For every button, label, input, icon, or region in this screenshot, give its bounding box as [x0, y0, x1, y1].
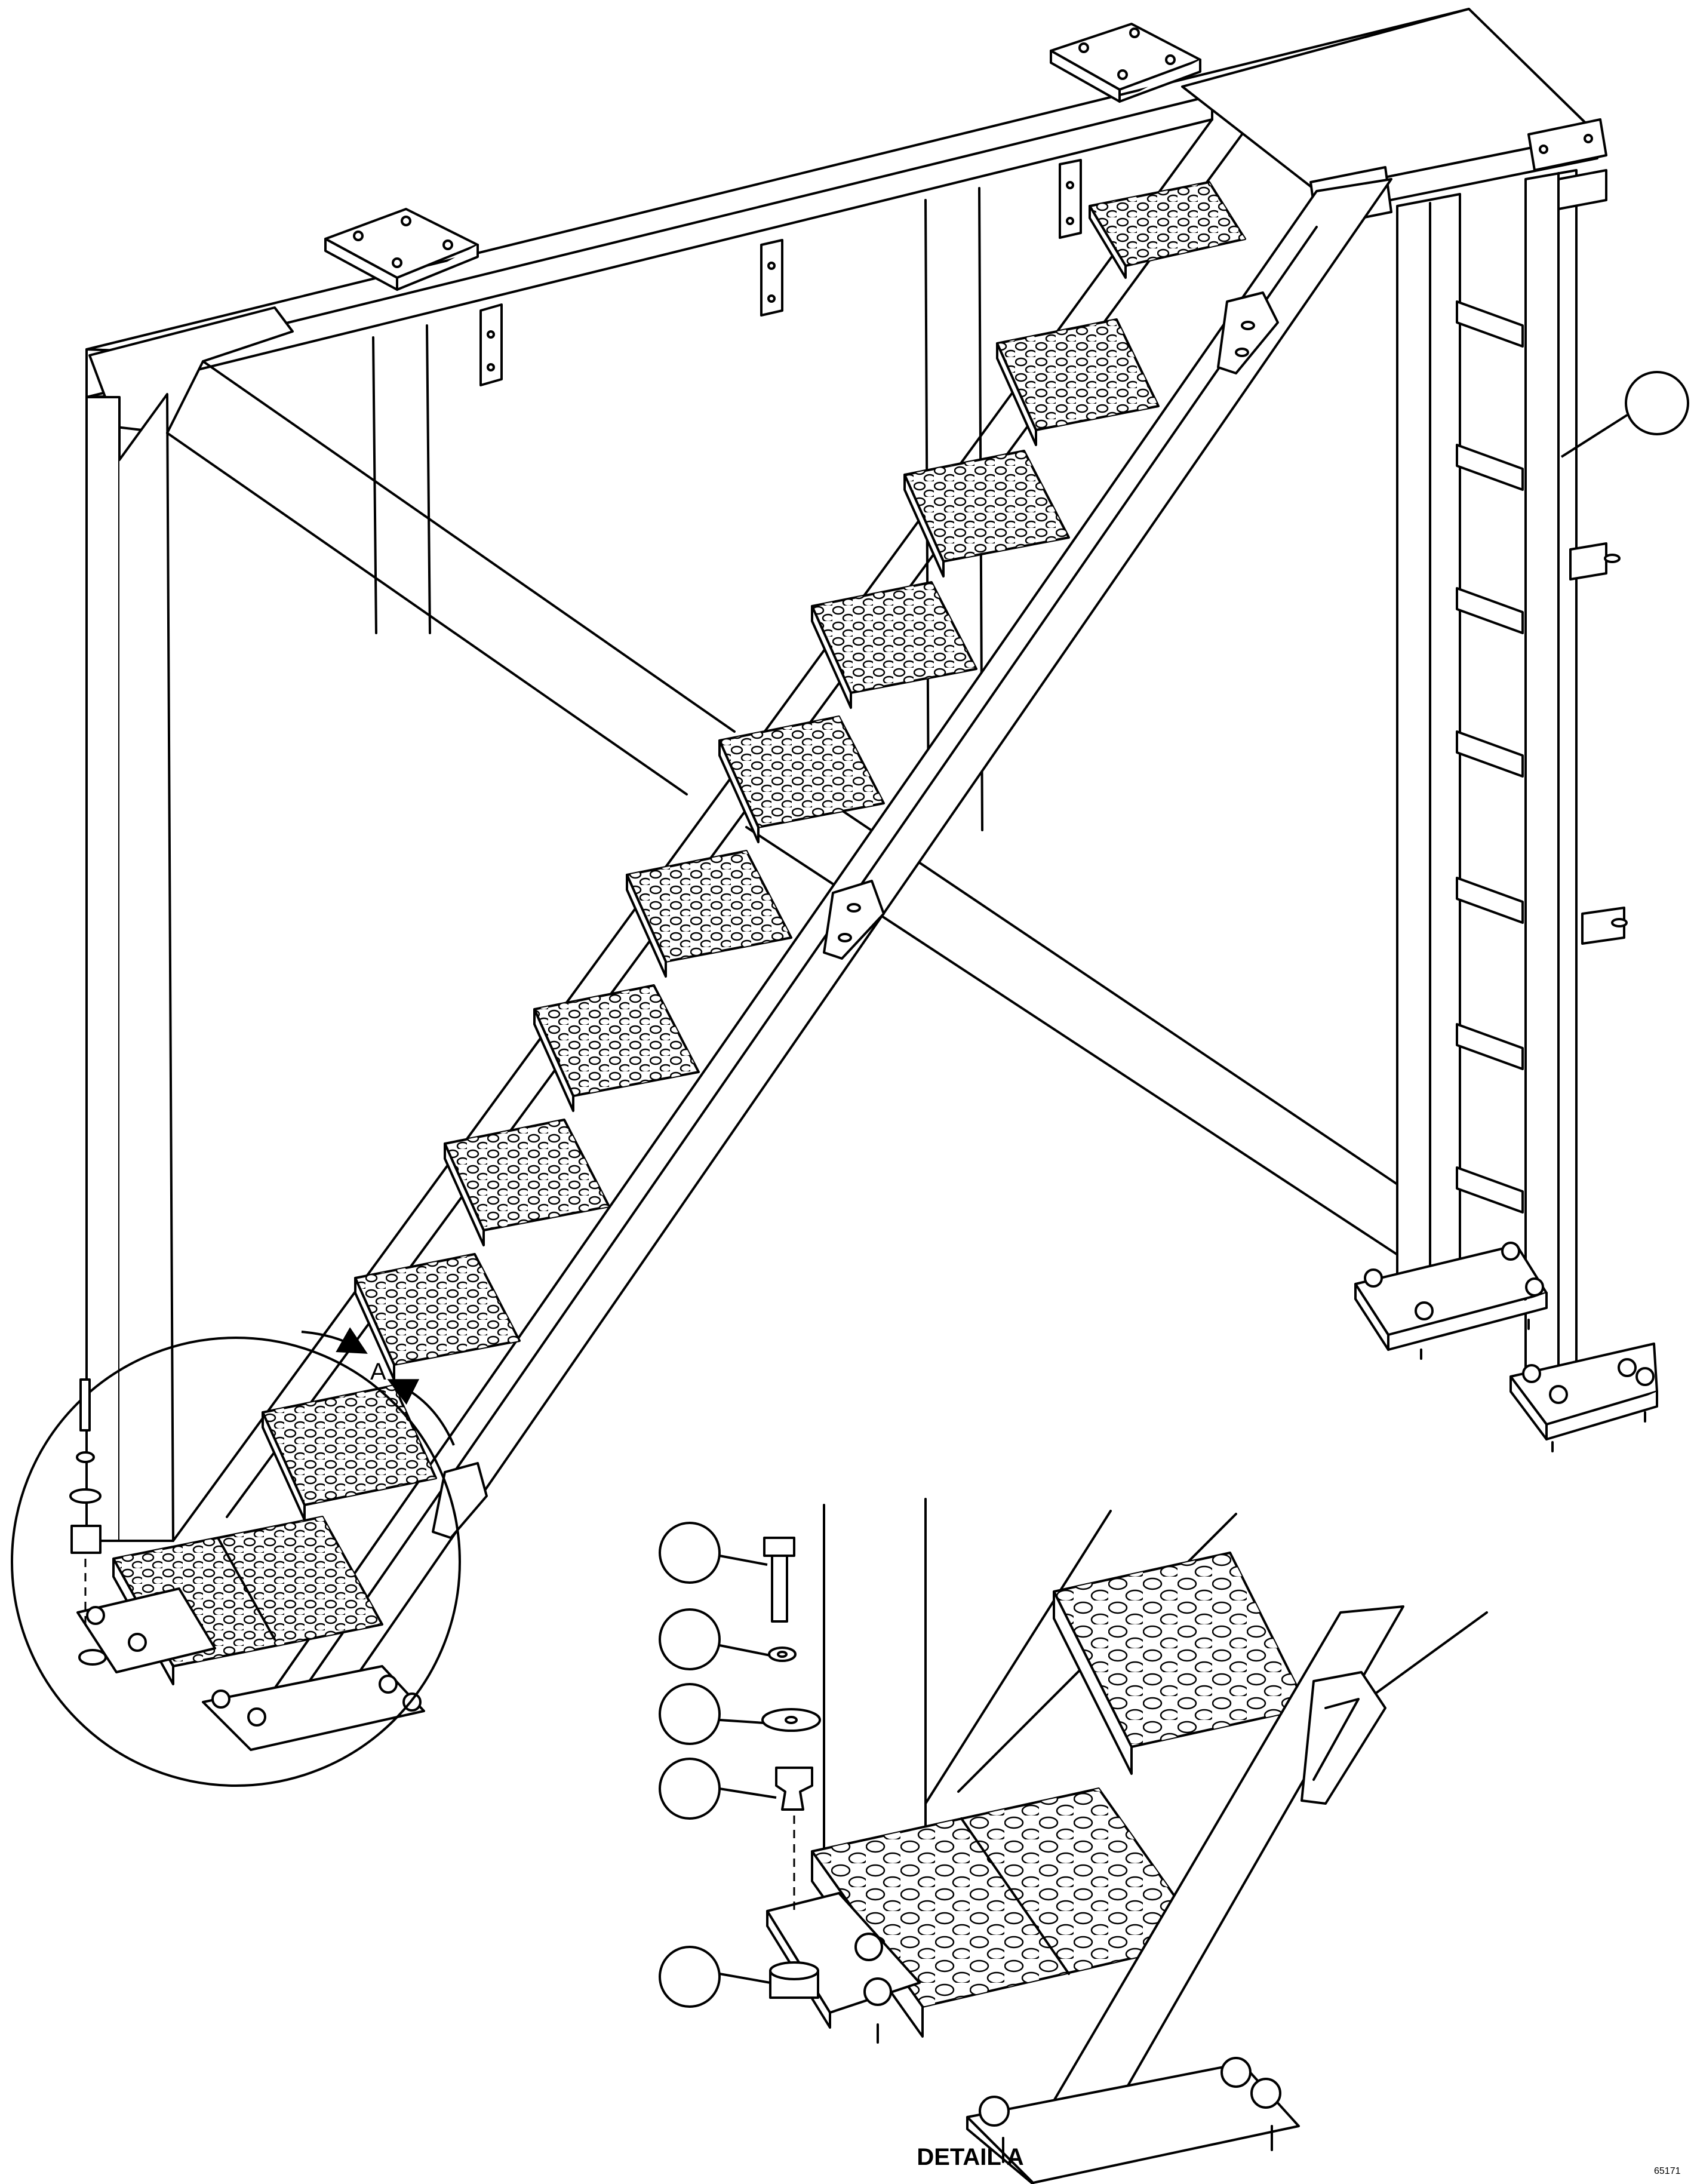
callout-main-1: [1560, 371, 1689, 458]
hardware-stack-small: [69, 1378, 107, 1666]
stair-tread-10: [262, 1384, 437, 1521]
top-mounting-pad-left: [324, 208, 479, 291]
callout-detail-5: [659, 1946, 771, 2008]
detail-upper-tread: [1053, 1552, 1309, 1775]
main-view: A: [11, 8, 1689, 1787]
stair-tread-7: [533, 984, 700, 1112]
exploded-hardware: [761, 1537, 821, 1999]
detail-title: DETAIL A: [917, 2144, 1023, 2170]
detail-bolt-shank: [771, 1555, 788, 1623]
bottom-base-plate-stringer: [202, 1665, 425, 1751]
section-view-letter: A: [370, 1359, 386, 1385]
stair-tread-4: [811, 581, 977, 709]
stair-tread-3: [903, 450, 1070, 578]
detail-a-view: DETAIL A 65171: [659, 1498, 1681, 2184]
detail-a-callout-circle: A: [11, 1327, 461, 1787]
stair-tread-9: [354, 1253, 521, 1381]
right-base-plate-2: [1509, 1343, 1658, 1452]
top-mounting-pad-right: [1050, 23, 1201, 103]
callout-detail-3: [659, 1683, 765, 1745]
stair-tread-8: [444, 1119, 610, 1246]
beam-brackets: [479, 159, 1082, 386]
stair-tread-6: [626, 850, 792, 978]
detail-isolator: [775, 1767, 813, 1811]
detail-splice-plate: [1301, 1671, 1386, 1805]
staircase: [76, 118, 1392, 1751]
detail-bolt-head: [763, 1537, 795, 1557]
detail-base-plate-right: [966, 2057, 1300, 2184]
cross-brace: [166, 360, 1443, 1285]
callout-detail-4: [659, 1758, 777, 1820]
stair-tread-5: [718, 715, 885, 843]
right-tower: [1396, 169, 1628, 1381]
figure-code: 65171: [1654, 2166, 1681, 2176]
ladder-rungs: [1456, 300, 1524, 1214]
callout-detail-2: [659, 1608, 771, 1670]
stair-tread-2: [996, 318, 1160, 446]
left-leg: [85, 393, 174, 1542]
right-base-plate-1: [1354, 1242, 1548, 1360]
stair-tread-1: [1089, 181, 1246, 279]
callout-detail-1: [659, 1522, 768, 1584]
interior-posts: [372, 187, 983, 831]
